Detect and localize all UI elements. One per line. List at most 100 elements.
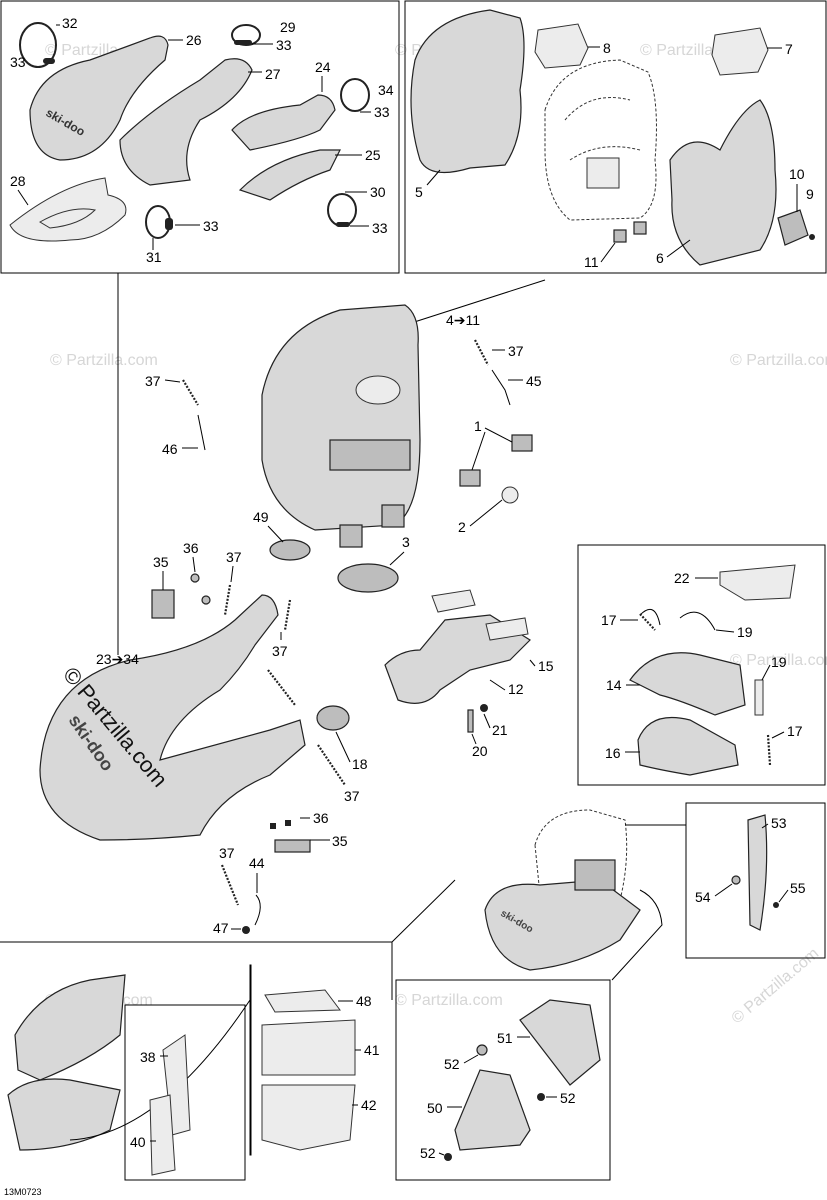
callout-49: 49 — [253, 509, 269, 525]
watermark: © Partzilla.com — [730, 352, 827, 369]
callout-2: 2 — [458, 519, 466, 535]
leader-line — [666, 239, 691, 258]
callout-22: 22 — [674, 570, 690, 586]
right-middle-parts — [629, 564, 796, 776]
leader-line — [389, 551, 405, 566]
leader-line — [761, 664, 771, 681]
callout-17: 17 — [787, 723, 803, 739]
callout-15: 15 — [538, 658, 554, 674]
callout-26: 26 — [186, 32, 202, 48]
right-lower-parts — [731, 814, 779, 931]
callout-24: 24 — [315, 59, 331, 75]
callout-37: 37 — [508, 343, 524, 359]
divider-line — [249, 964, 252, 1156]
callout-35: 35 — [153, 554, 169, 570]
callout-45: 45 — [526, 373, 542, 389]
leader-line — [715, 629, 735, 633]
hook-part — [254, 894, 261, 926]
callout-9: 9 — [806, 186, 814, 202]
callout-3: 3 — [402, 534, 410, 550]
airbox-outline — [544, 59, 657, 221]
callout-48: 48 — [356, 993, 372, 1009]
airbox-assembly — [261, 304, 421, 531]
airbox-detail — [564, 97, 641, 161]
clamp-screw — [234, 40, 252, 45]
insulation-cutout — [39, 208, 97, 229]
callout-37: 37 — [344, 788, 360, 804]
spring-part — [220, 864, 240, 906]
grommet-part — [459, 469, 481, 487]
insulation-part — [9, 177, 127, 242]
callout-52: 52 — [444, 1056, 460, 1072]
leader-line — [484, 427, 513, 443]
tuned-pipe-assembly — [484, 879, 641, 971]
callout-7: 7 — [785, 41, 793, 57]
leader-line — [426, 169, 441, 186]
callout-52: 52 — [560, 1090, 576, 1106]
bracket-part — [151, 589, 175, 619]
callout-23-34: 23➔34 — [96, 651, 139, 667]
leader-line — [761, 823, 769, 829]
tuned-pipe-assembly — [39, 594, 306, 841]
spring-part — [766, 734, 772, 766]
callout-35: 35 — [332, 833, 348, 849]
callout-38: 38 — [140, 1049, 156, 1065]
elbow-pipe-part — [231, 94, 336, 151]
top-left-callouts: 32 33 26 29 33 27 24 34 33 25 30 33 28 3… — [10, 15, 394, 265]
leader-line — [230, 565, 234, 583]
lower-assembly: ski-doo — [484, 809, 686, 981]
bolt-part — [467, 709, 474, 733]
callout-14: 14 — [606, 677, 622, 693]
ring-part — [337, 563, 399, 593]
plate-part — [777, 209, 809, 246]
callout-29: 29 — [280, 19, 296, 35]
gasket-part — [485, 617, 529, 641]
connector-line — [391, 879, 456, 943]
callout-37: 37 — [145, 373, 161, 389]
pad-part — [534, 23, 589, 69]
exhaust-pipe-part — [119, 58, 253, 186]
callout-8: 8 — [603, 40, 611, 56]
callout-36: 36 — [313, 810, 329, 826]
callout-1: 1 — [474, 418, 482, 434]
box-cover-part — [410, 9, 525, 174]
spring-part — [223, 584, 232, 616]
bracket-part — [454, 1069, 531, 1151]
nut-part — [242, 926, 250, 934]
frame-top-right — [404, 0, 827, 274]
callout-42: 42 — [361, 1097, 377, 1113]
callout-27: 27 — [265, 66, 281, 82]
clip-part — [679, 611, 716, 631]
bracket-part — [274, 839, 311, 853]
airbox-outline — [534, 809, 628, 901]
spring-part — [474, 339, 489, 366]
spring-part — [283, 599, 292, 631]
nut-part — [190, 573, 200, 583]
box-cover-part — [669, 99, 777, 266]
insulation-part — [149, 1094, 176, 1176]
leader-line — [469, 499, 503, 527]
heat-shield-part — [747, 814, 768, 931]
screw-part — [809, 234, 815, 240]
callout-6: 6 — [656, 250, 664, 266]
heat-shield-part — [14, 974, 126, 1081]
insulation-part — [264, 989, 341, 1013]
clamp-part — [340, 78, 370, 112]
leader-line — [17, 189, 29, 206]
heat-shield-part — [629, 652, 746, 716]
leader-line — [335, 731, 351, 763]
leader-line — [471, 733, 477, 745]
clamp-screw — [165, 218, 173, 230]
callout-41: 41 — [364, 1042, 380, 1058]
leader-line — [438, 1152, 445, 1156]
callout-32: 32 — [62, 15, 78, 31]
grommet-part — [511, 434, 533, 452]
callout-36: 36 — [183, 540, 199, 556]
center-parts: ski-doo © Partzilla.com — [39, 304, 533, 934]
nut-part — [537, 1093, 545, 1101]
leader-line — [778, 889, 789, 903]
callout-4-11: 4➔11 — [446, 312, 480, 328]
clip-part — [754, 679, 764, 716]
watermark: © Partzilla.com — [395, 992, 503, 1009]
